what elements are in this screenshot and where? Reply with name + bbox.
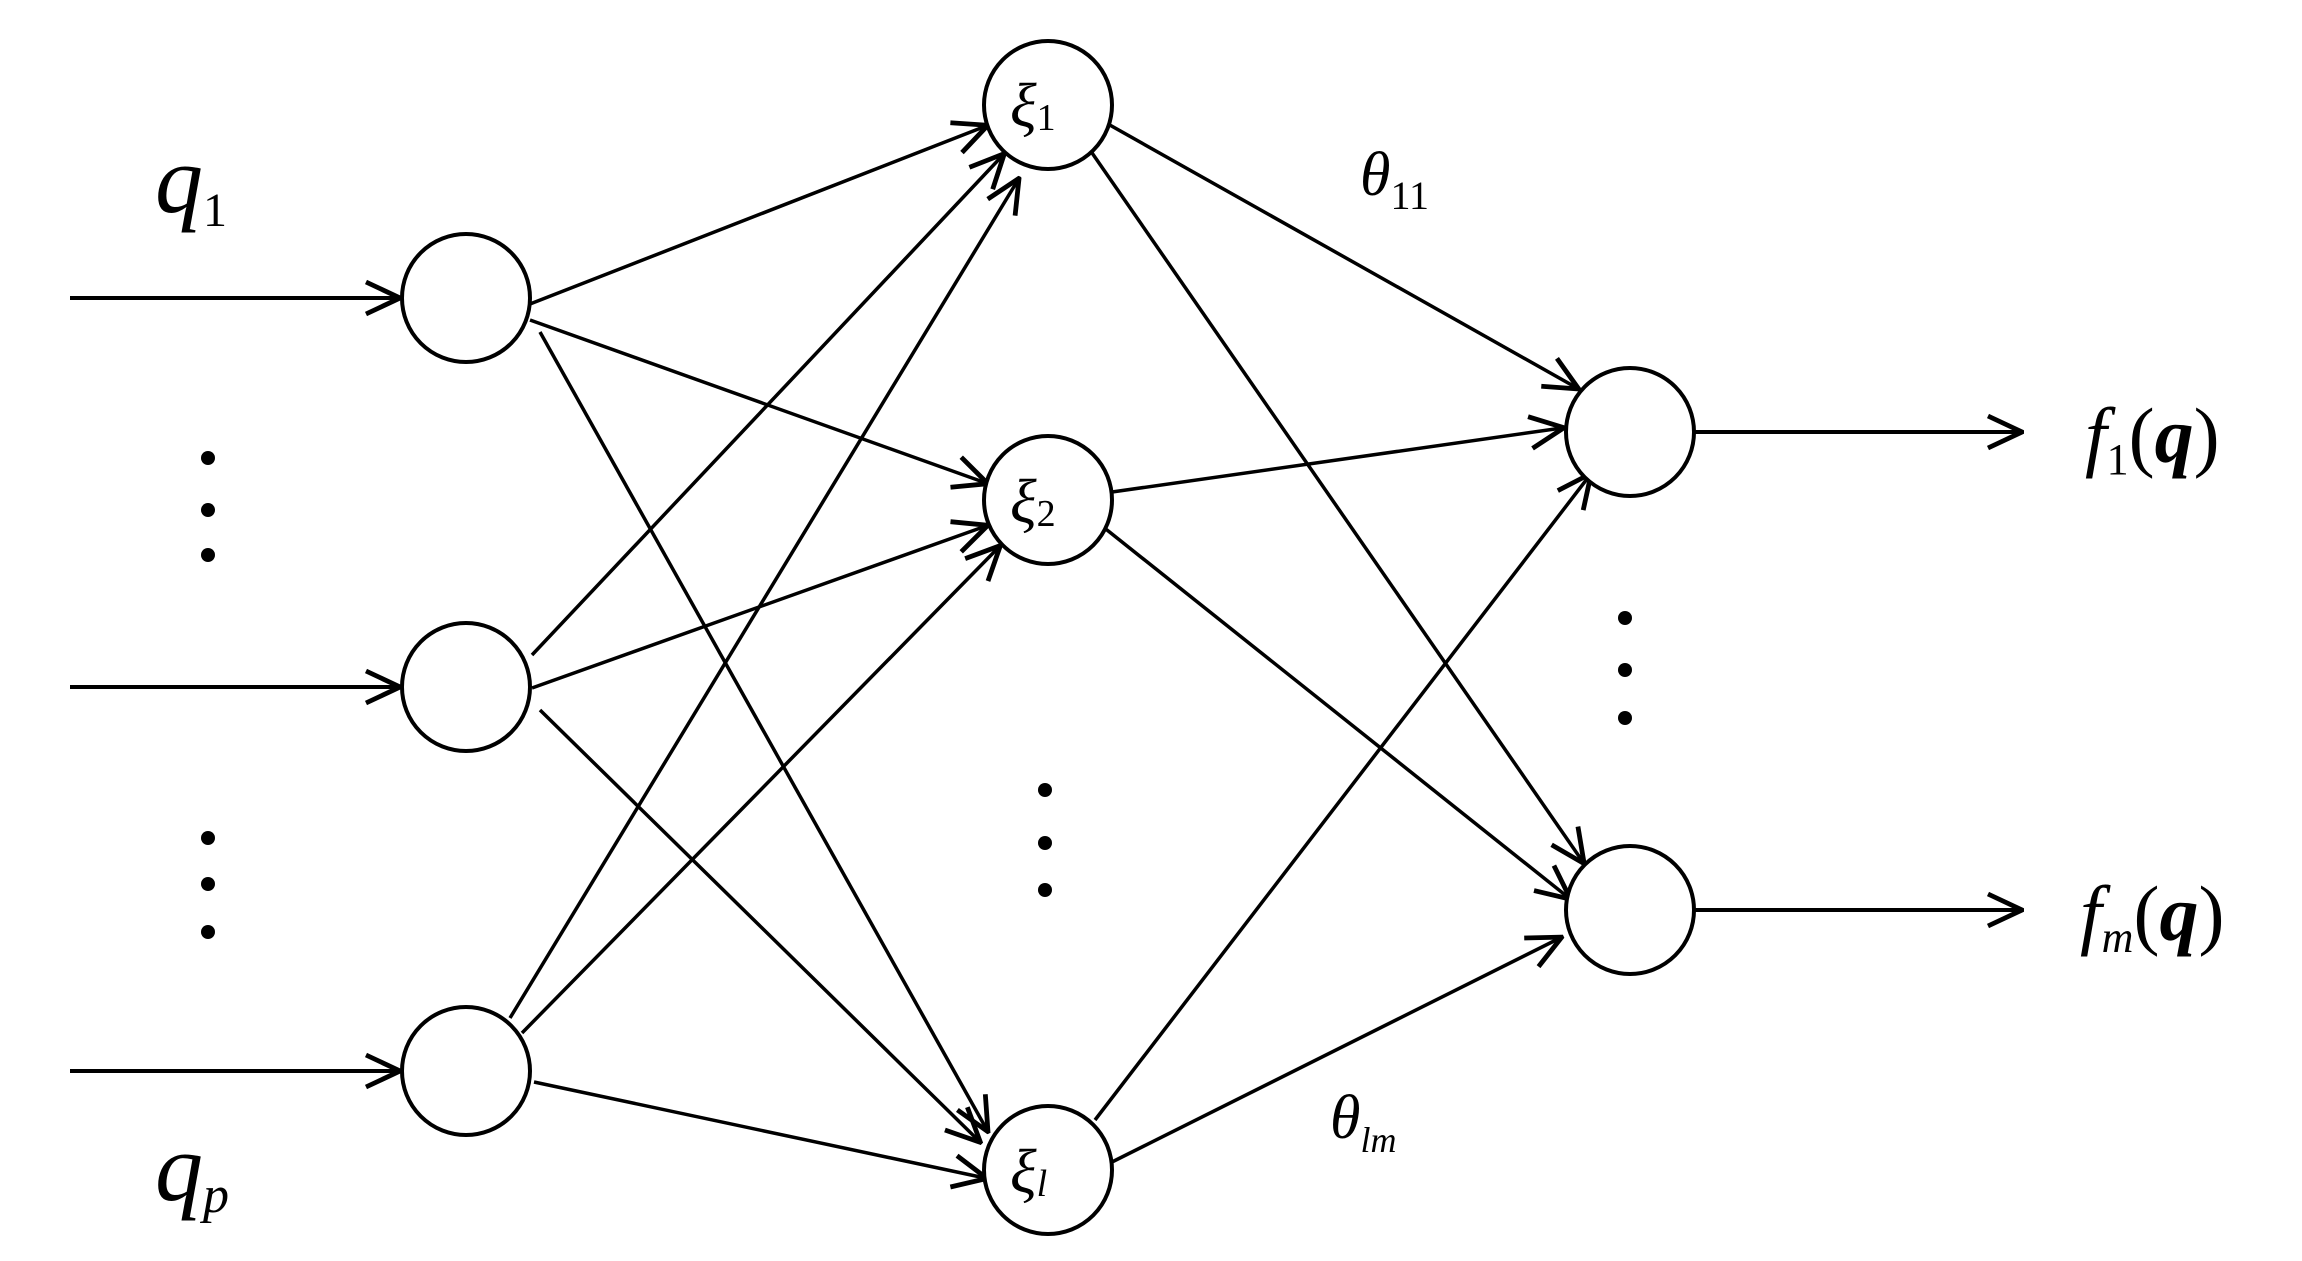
edge-inp-h2 (520, 547, 999, 1035)
edge-in2-h1 (530, 155, 1003, 657)
edge-h1-om (1088, 149, 1583, 862)
input-node-p (400, 1005, 532, 1137)
hidden-node-2 (982, 434, 1114, 566)
input-node-2 (400, 621, 532, 753)
input-ellipsis-2 (201, 831, 215, 939)
input-ellipsis-1 (201, 451, 215, 562)
edge-h2-o1 (1111, 428, 1562, 494)
edge-in1-hl (538, 331, 987, 1130)
hidden-label-l: ξl (1010, 1138, 1047, 1206)
input-label-qp: qp (155, 1114, 229, 1224)
output-node-1 (1564, 366, 1696, 498)
weight-label-thetalm: θlm (1330, 1084, 1396, 1160)
input-hidden-edges (508, 126, 1018, 1178)
weight-label-theta11: θ11 (1360, 141, 1429, 218)
edge-in1-h1 (529, 126, 986, 306)
edge-h1-o1 (1107, 122, 1577, 388)
hidden-node-l (982, 1104, 1114, 1236)
input-label-q1: q1 (155, 126, 227, 237)
hidden-label-1: ξ1 (1010, 72, 1056, 140)
output-label-f1: f1(q) (2085, 392, 2220, 484)
output-ellipsis (1618, 611, 1632, 725)
hidden-label-2: ξ2 (1010, 468, 1056, 536)
output-label-fm: fm(q) (2080, 870, 2224, 962)
edge-in1-h2 (529, 318, 986, 483)
input-node-1 (400, 232, 532, 364)
hidden-node-1 (982, 39, 1114, 171)
edge-hl-om (1111, 938, 1560, 1164)
edge-h2-om (1100, 524, 1569, 898)
edge-hl-o1 (1093, 475, 1590, 1122)
hidden-output-edges (1088, 122, 1590, 1164)
output-node-m (1564, 844, 1696, 976)
hidden-ellipsis (1038, 783, 1052, 897)
edge-inp-h1 (508, 180, 1018, 1019)
edge-inp-hl (533, 1080, 985, 1178)
edge-in2-hl (538, 708, 979, 1141)
